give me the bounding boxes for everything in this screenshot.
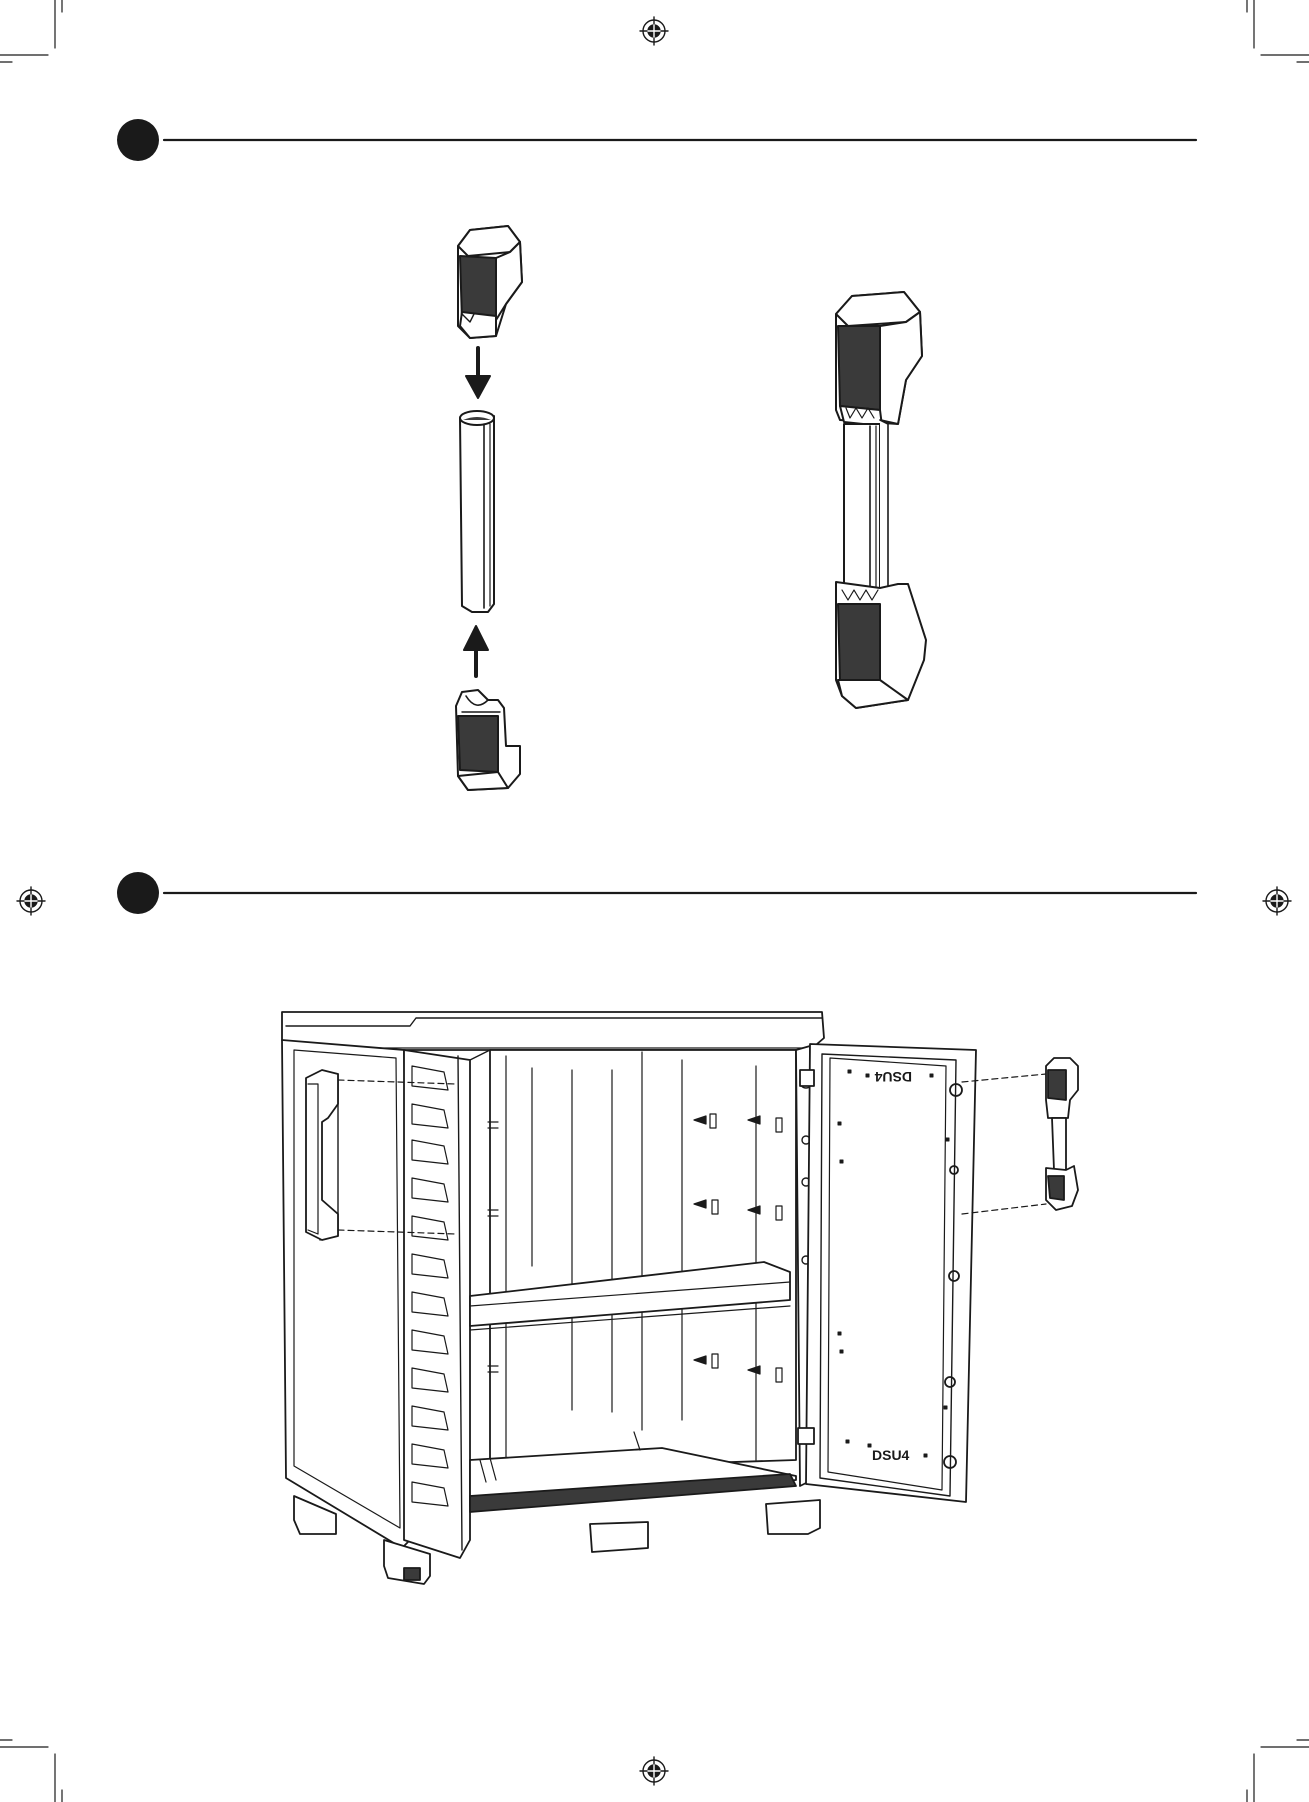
crop-mark-icon (1247, 1740, 1309, 1802)
crop-mark-icon (0, 0, 62, 62)
crop-mark-icon (1247, 0, 1309, 62)
step-2-marker (117, 872, 159, 914)
registration-mark-icon (640, 17, 668, 45)
step-1-marker (117, 119, 159, 161)
registration-mark-icon (640, 1757, 668, 1785)
arrow-down-icon (466, 348, 490, 398)
cabinet-leg-rear-right (766, 1500, 820, 1534)
door-label-bottom: DSU4 (872, 1447, 910, 1463)
loose-handle (1046, 1058, 1078, 1210)
registration-mark-icon (1263, 887, 1291, 915)
door-label-top: DSU4 (874, 1069, 912, 1085)
cabinet-back (490, 1050, 796, 1470)
registration-mark-icon (17, 887, 45, 915)
cabinet-left-side (282, 1040, 412, 1548)
door-hinge-bottom (798, 1428, 814, 1444)
cabinet-right-door: DSU4 DSU4 (806, 1044, 976, 1502)
crop-mark-icon (0, 1740, 62, 1802)
door-hinge-top (800, 1070, 814, 1086)
handle-bottom-cap (456, 690, 520, 790)
arrow-up-icon (464, 626, 488, 676)
cabinet-illustration: DSU4 DSU4 (282, 1012, 976, 1584)
step-2-header (117, 872, 1196, 914)
cabinet-leg-center (590, 1522, 648, 1552)
handle-tube (460, 411, 494, 612)
handle-top-cap (458, 226, 522, 338)
assembled-handle (836, 292, 926, 708)
step-1-header (117, 119, 1196, 161)
